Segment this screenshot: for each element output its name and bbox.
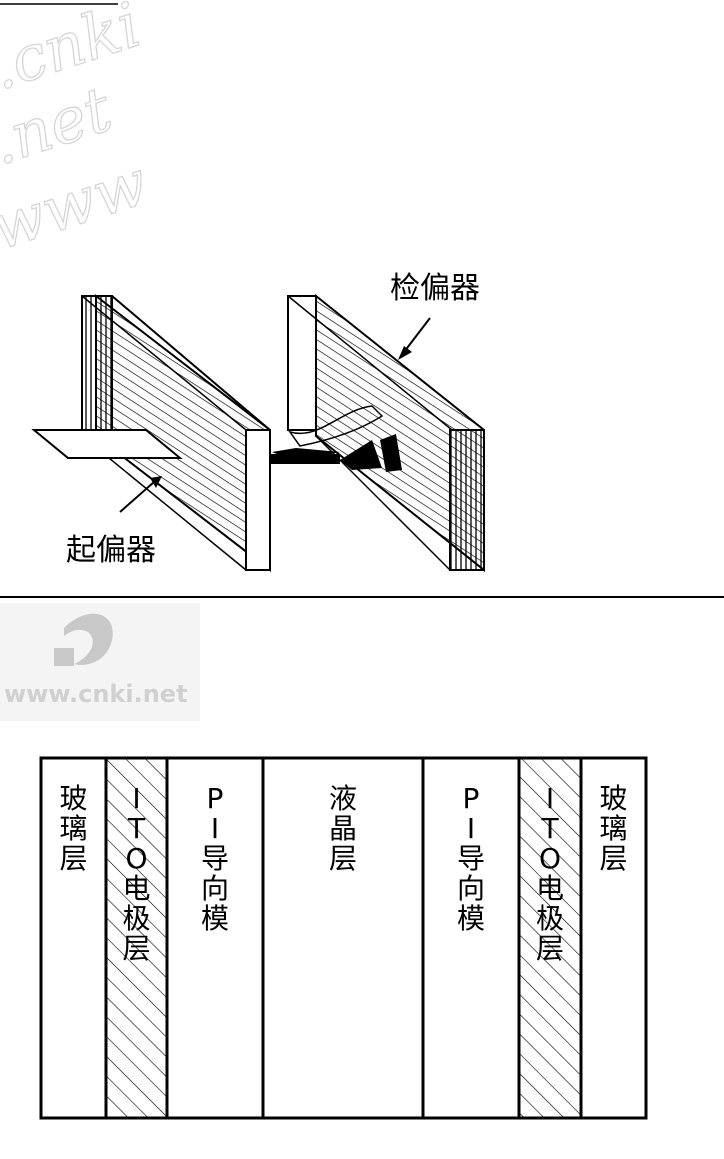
layer-label: 玻璃层 <box>599 782 627 875</box>
layer-rect <box>579 756 648 1120</box>
layer-rect <box>165 756 265 1120</box>
hatched-layer-rect <box>517 756 583 1120</box>
analyzer-arrowhead <box>398 346 412 360</box>
layer-4: 液晶层 <box>261 756 425 1120</box>
layer-7: 玻璃层 <box>579 756 648 1120</box>
polarizer-figure: 检偏器 起偏器 <box>31 271 485 573</box>
cnki-logo: www.cnki.net <box>0 603 200 721</box>
watermark: .cnki .net www <box>0 0 157 265</box>
layer-rect <box>261 756 425 1120</box>
analyzer-label: 检偏器 <box>390 271 480 306</box>
layer-rect <box>421 756 521 1120</box>
hatched-layer-rect <box>104 756 169 1120</box>
cnki-logo-icon <box>64 613 113 665</box>
polarizer-arrowhead <box>150 476 162 488</box>
analyzer-arrow <box>403 317 431 353</box>
layer-label: 液晶层 <box>329 782 357 875</box>
polarizer-label: 起偏器 <box>66 533 156 568</box>
polarizer-plate <box>81 293 271 573</box>
polarizer-arrow <box>119 481 155 513</box>
analyzer-plate <box>287 293 485 573</box>
light-ribbon <box>31 429 183 459</box>
layer-1: 玻璃层 <box>39 756 108 1120</box>
cnki-logo-text: www.cnki.net <box>4 680 188 708</box>
layer-label: 玻璃层 <box>59 782 87 875</box>
